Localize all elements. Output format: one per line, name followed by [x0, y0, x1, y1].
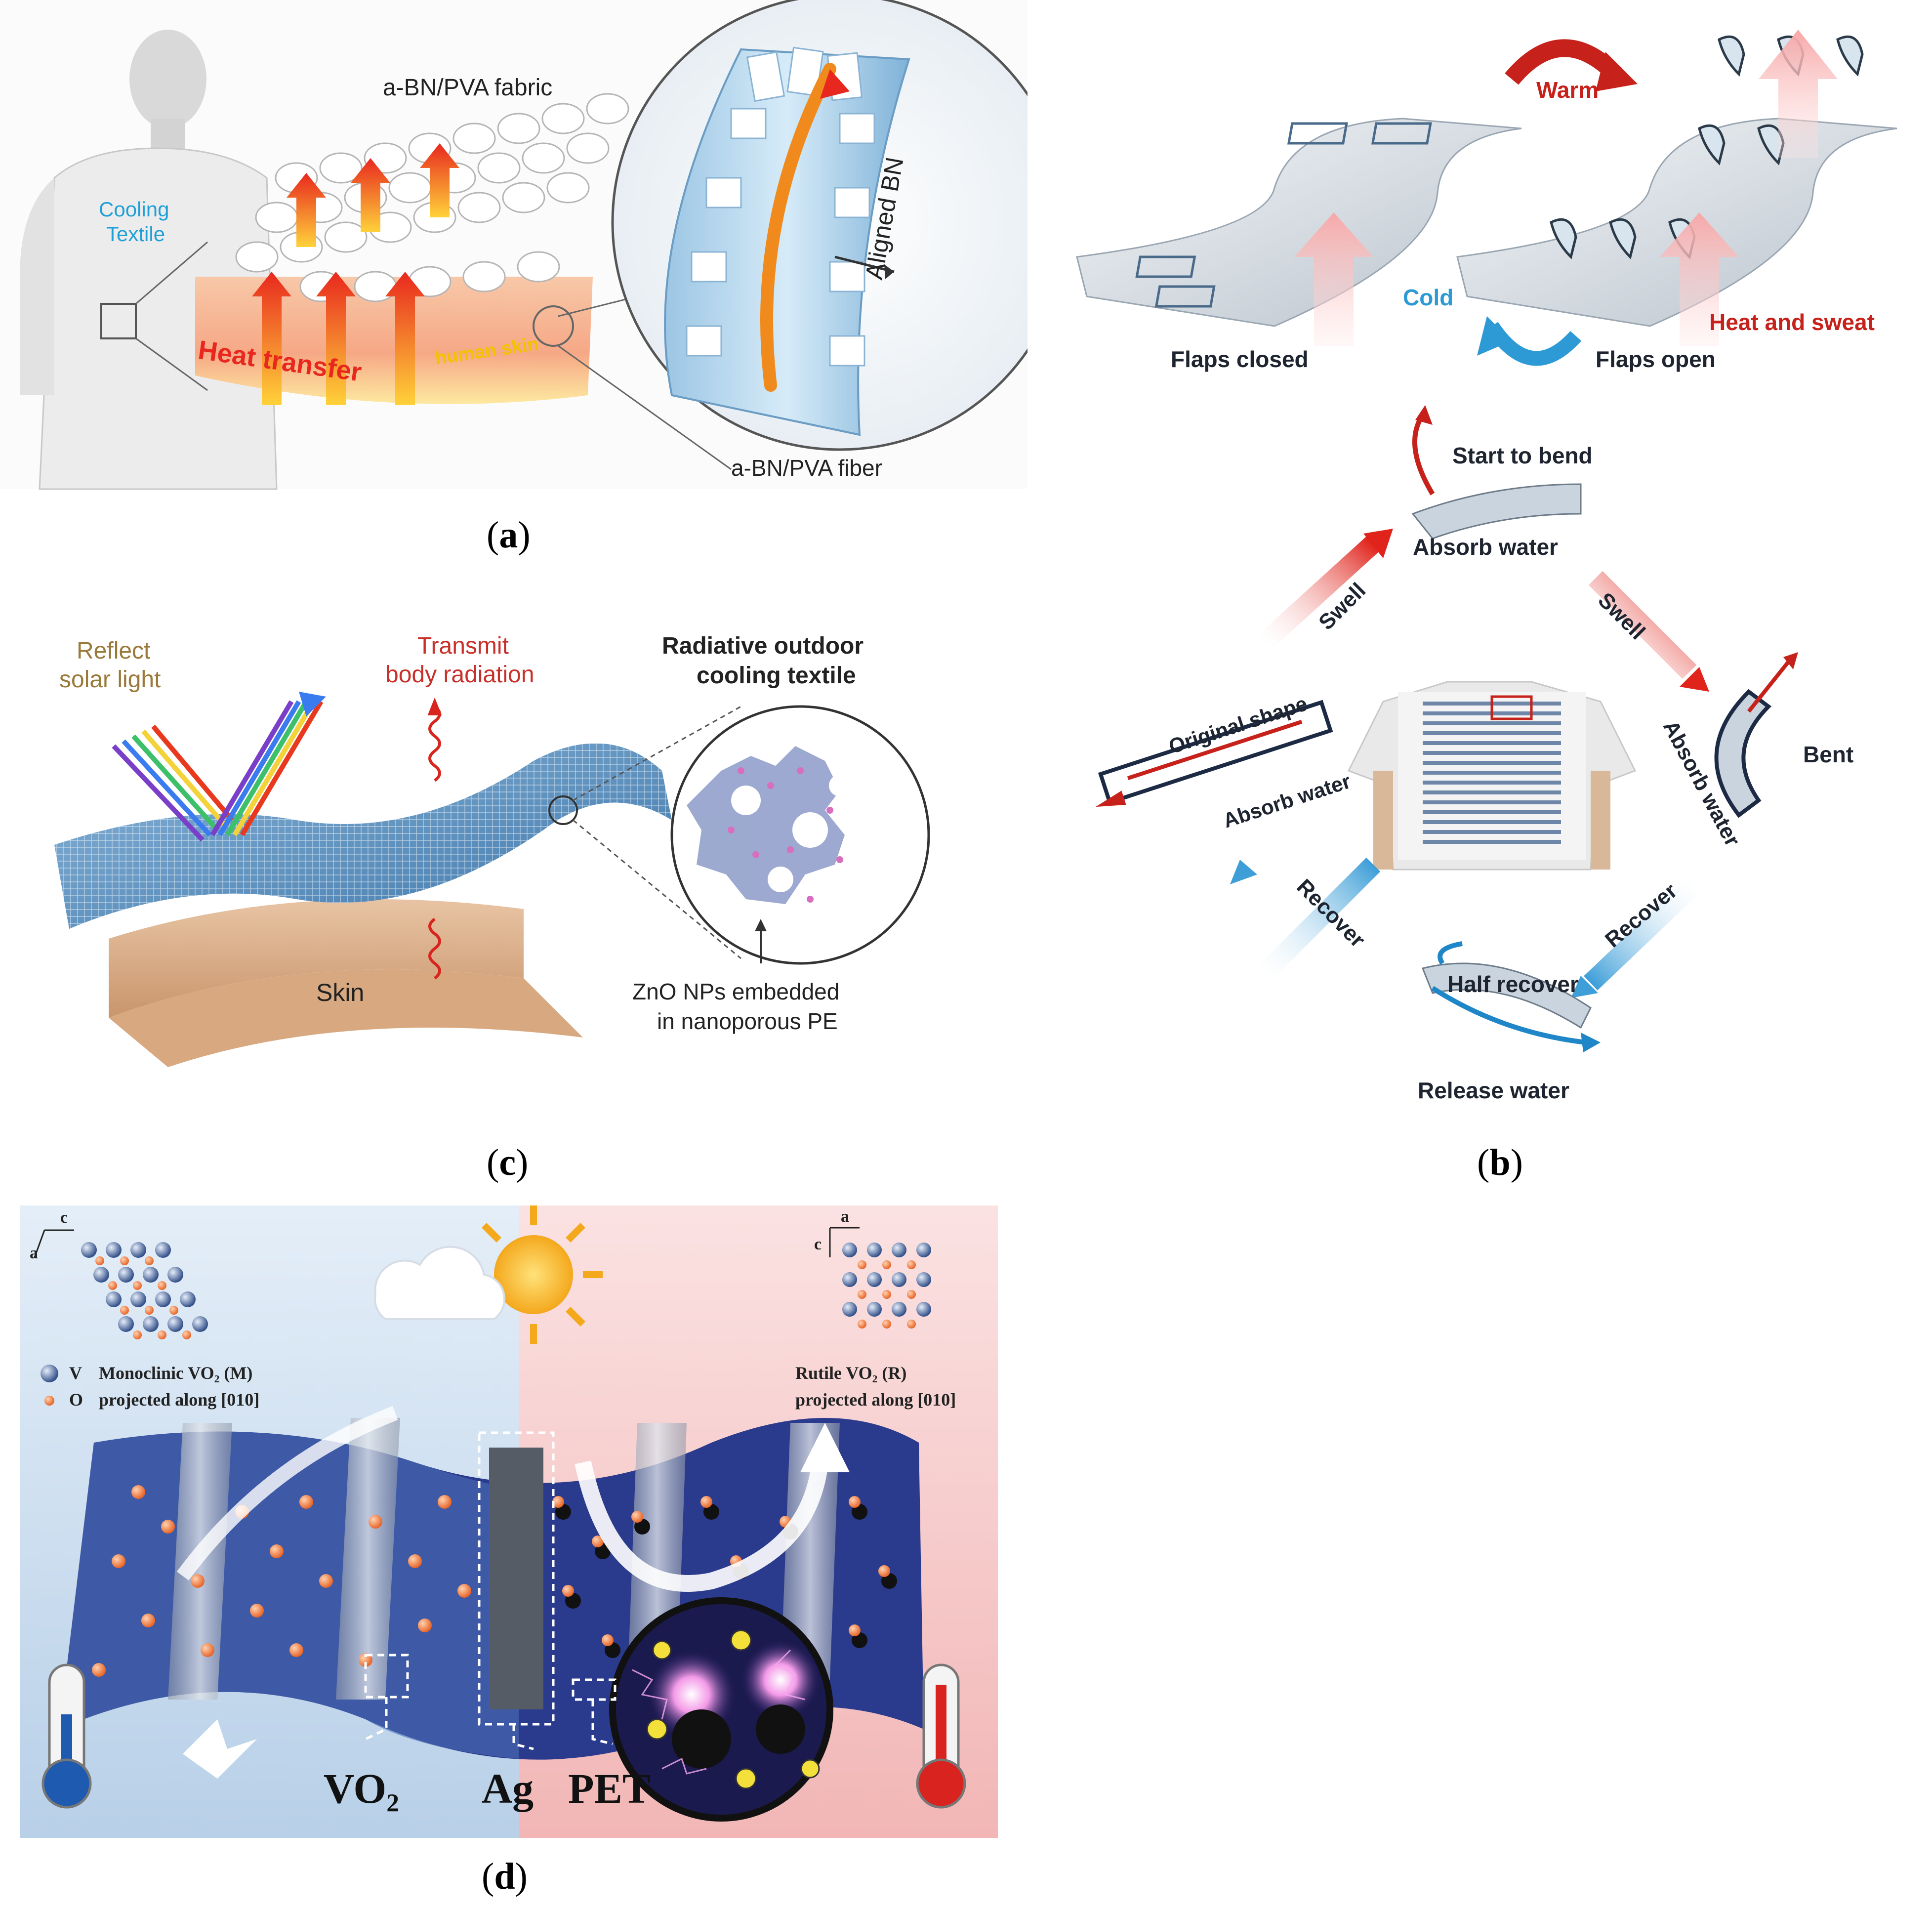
reflect-label-line1: Reflect: [77, 638, 151, 664]
panel-d: c a a c V O Monoclinic VO₂ (M) projected…: [20, 1205, 998, 1838]
skin-label: Skin: [316, 979, 365, 1006]
cooling-textile-title-line2: cooling textile: [697, 663, 856, 689]
skin-block: [109, 899, 524, 1018]
release-water-label: Release water: [1418, 1078, 1569, 1103]
nanoporous-pe: [687, 746, 851, 904]
monoclinic-label-line1: Monoclinic VO₂ (M): [99, 1363, 253, 1383]
reflect-label-line2: solar light: [59, 666, 161, 693]
rutile-label-line2: projected along [010]: [795, 1390, 956, 1410]
solar-rays: [112, 692, 326, 842]
panel-b-illustration: [1076, 30, 1897, 1052]
sheet-open: [1456, 35, 1897, 327]
panel-c: Reflect solar light Transmit body radiat…: [40, 623, 978, 1077]
strip-start-bend: [1411, 405, 1582, 540]
shirt-label-line1: Cooling: [99, 198, 169, 221]
strip-half-recover: [1421, 941, 1601, 1052]
thermometer-hot-icon: [916, 1663, 966, 1809]
flaps-closed-label: Flaps closed: [1171, 346, 1309, 372]
bn-pva-fiber: [664, 46, 910, 436]
zno-label-line2: in nanoporous PE: [657, 1008, 838, 1034]
heat-sweat-label: Heat and sweat: [1709, 309, 1875, 335]
rutile-label-line1: Rutile VO₂ (R): [795, 1363, 907, 1383]
axis-a-left: a: [30, 1244, 38, 1262]
sheet-closed: [1076, 118, 1522, 327]
axis-a-right: a: [841, 1207, 849, 1226]
fabric-label: a-BN/PVA fabric: [383, 75, 553, 101]
human-figure: [20, 30, 278, 490]
flaps-open-label: Flaps open: [1596, 346, 1716, 372]
ag-label: Ag: [482, 1765, 534, 1812]
caption-c: (c): [487, 1142, 529, 1183]
legend-o: O: [69, 1390, 83, 1410]
monoclinic-lattice: [34, 1229, 208, 1406]
heat-arrows: [252, 143, 459, 405]
thermometer-cold-icon: [41, 1663, 92, 1809]
panel-a-illustration: [0, 0, 1028, 490]
fiber-label: a-BN/PVA fiber: [731, 455, 882, 481]
cooling-textile-title-line1: Radiative outdoor: [662, 633, 864, 659]
strip-original: [1095, 700, 1333, 807]
panel-d-illustration: [20, 1205, 998, 1838]
legend-v: V: [69, 1363, 82, 1383]
rutile-lattice: [829, 1227, 931, 1329]
pet-label: PET: [568, 1765, 651, 1812]
vo2-label: VO₂: [324, 1765, 400, 1812]
strip-bent: [1714, 652, 1798, 818]
fabric-weave: [235, 93, 629, 302]
absorb-water-top-label: Absorb water: [1413, 534, 1558, 560]
shirt-label-line2: Textile: [106, 222, 165, 246]
caption-d: (d): [482, 1856, 528, 1897]
transmit-label-line2: body radiation: [385, 662, 534, 688]
skin-slab: [195, 277, 593, 404]
caption-b: (b): [1477, 1142, 1523, 1183]
start-bend-label: Start to bend: [1452, 443, 1593, 468]
monoclinic-label-line2: projected along [010]: [99, 1390, 260, 1410]
axis-c-left: c: [60, 1208, 68, 1227]
cold-label: Cold: [1403, 285, 1454, 310]
transmit-label-line1: Transmit: [417, 633, 509, 659]
body-radiation: [427, 697, 442, 980]
plasmon-zoom-circle: [609, 1597, 833, 1822]
panel-b: Warm Cold Flaps closed Flaps open Heat a…: [1057, 0, 1932, 1136]
half-recover-label: Half recover: [1447, 971, 1579, 997]
zno-label-line1: ZnO NPs embedded: [632, 979, 840, 1004]
panel-a: Cooling Textile a-BN/PVA fabric Heat tra…: [0, 0, 1028, 494]
bent-label: Bent: [1803, 742, 1854, 767]
cloud-sun-icon: [374, 1205, 603, 1344]
caption-a: (a): [487, 514, 531, 556]
warm-label: Warm: [1536, 77, 1599, 103]
tshirt-back: [1347, 681, 1637, 871]
panel-c-illustration: [54, 692, 930, 1067]
axis-c-right: c: [814, 1235, 822, 1253]
